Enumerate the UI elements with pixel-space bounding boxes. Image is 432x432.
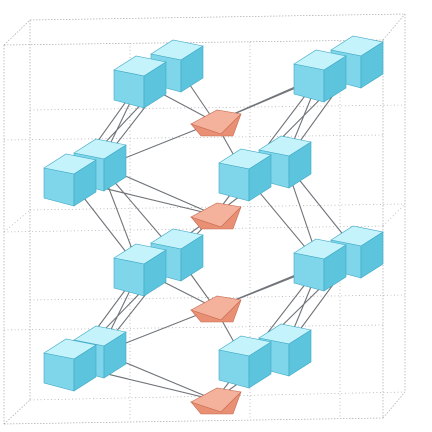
octahedron xyxy=(258,135,312,189)
cell-edge xyxy=(3,39,384,46)
cell-edge xyxy=(3,399,31,425)
tetrahedron xyxy=(190,202,242,230)
octahedron xyxy=(293,238,347,292)
octahedron xyxy=(218,335,272,389)
octahedron xyxy=(293,49,347,103)
octahedron xyxy=(43,153,97,207)
cell-edge xyxy=(29,104,406,111)
cell-edge xyxy=(3,19,31,46)
cell-edge xyxy=(382,13,406,41)
tetrahedron xyxy=(190,109,242,137)
octahedron xyxy=(113,55,167,109)
cell-edge xyxy=(3,209,31,233)
tetrahedron xyxy=(190,295,242,323)
octahedron xyxy=(218,148,272,202)
cell-edge xyxy=(3,324,384,331)
octahedra xyxy=(43,35,384,392)
cell-edge xyxy=(3,225,384,233)
tetrahedra xyxy=(190,109,242,415)
octahedron xyxy=(43,338,97,392)
cell-edge xyxy=(382,391,406,419)
tetrahedron xyxy=(190,387,242,415)
cell-edge xyxy=(3,417,384,425)
cell-edge xyxy=(3,134,384,141)
octahedron xyxy=(113,243,167,297)
cell-edge xyxy=(382,203,406,227)
cell-edge xyxy=(29,13,406,21)
